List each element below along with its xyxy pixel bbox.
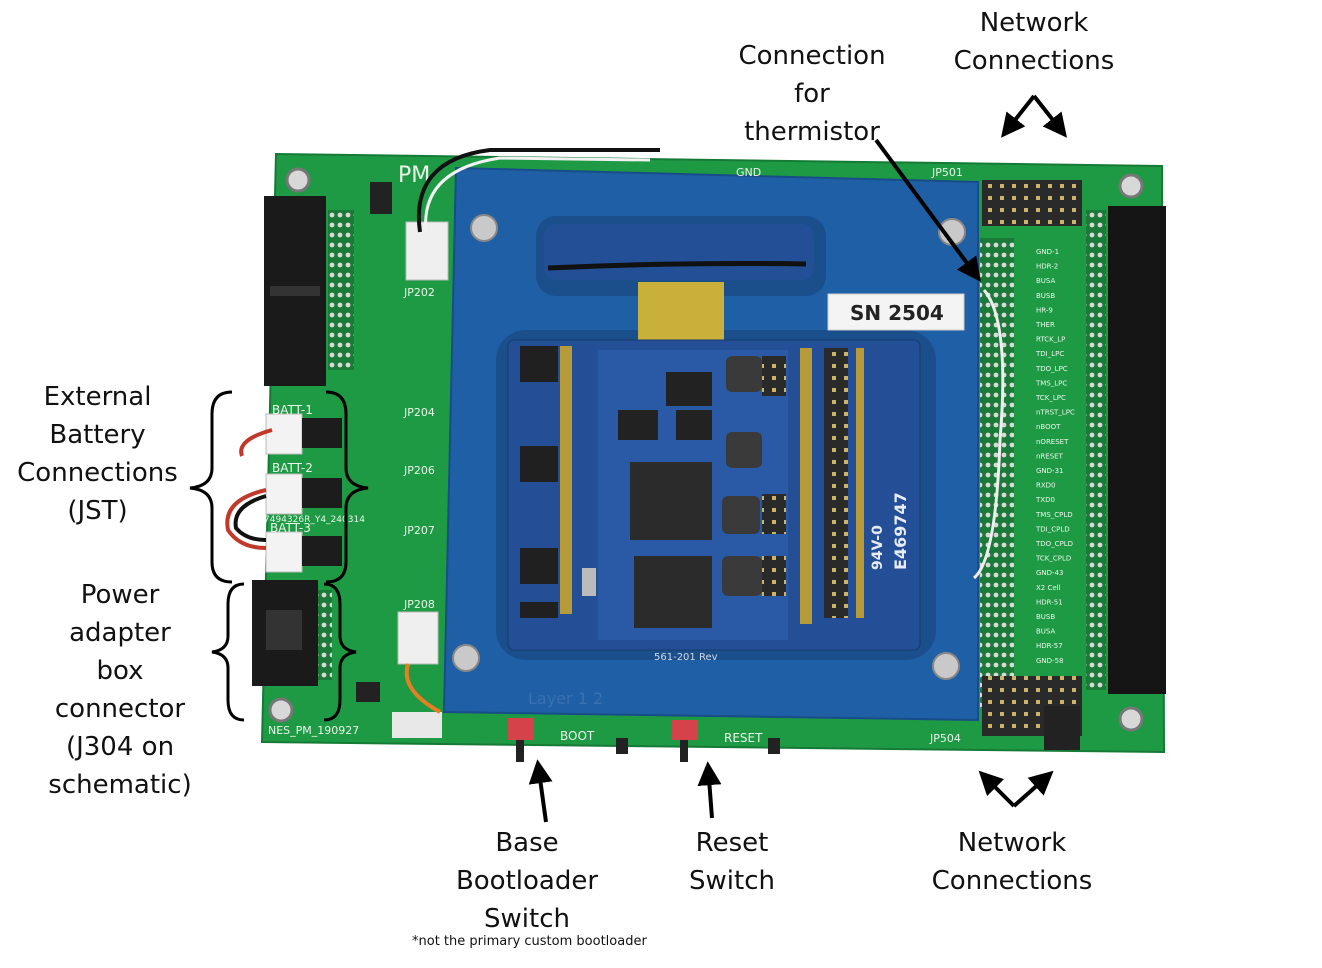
silk-jp204: JP204: [403, 406, 435, 419]
silk-gnd: GND: [736, 166, 761, 179]
pin-label: THER: [1035, 321, 1055, 329]
base-bootloader-label: Base Bootloader Switch: [455, 828, 599, 934]
pin-label: BUSA: [1036, 628, 1055, 636]
silk-layer: Layer 1 2: [528, 689, 603, 708]
carrier-screw: [932, 652, 960, 680]
pin-label: TDI_CPLD: [1035, 525, 1070, 533]
mcu-chip: [634, 556, 712, 628]
thermistor-arrow: [874, 138, 981, 282]
bootloader-footnote: *not the primary custom bootloader: [412, 934, 647, 949]
silk-batt2: BATT-2: [272, 461, 313, 475]
battery-brace-right: [325, 390, 369, 584]
boot-switch: [508, 718, 534, 740]
battery-brace-left: [189, 390, 233, 584]
mount-hole: [285, 167, 311, 193]
pin-label: HR-9: [1036, 306, 1053, 314]
inductor: [722, 496, 760, 534]
silk-jp206: JP206: [403, 464, 435, 477]
controller-module: 561-201 Rev 94V-0 E469747: [507, 339, 921, 663]
pin-label: GND-58: [1036, 657, 1063, 665]
boot-switch-arrow: [528, 759, 553, 823]
inductor: [726, 432, 762, 468]
power-brace-right: [323, 582, 357, 722]
network-top-arrow-left: [1001, 94, 1036, 138]
silk-jp501: JP501: [931, 166, 963, 179]
network-connections-top-label: Network Connections: [953, 8, 1115, 76]
pin-label: nBOOT: [1036, 423, 1061, 431]
cpld-chip: [630, 462, 712, 540]
pin-label: RXD0: [1036, 482, 1056, 490]
silk-batt3: BATT-3: [270, 521, 311, 535]
pin-label: HDR-51: [1036, 598, 1063, 606]
pin-label: RTCK_LP: [1036, 336, 1065, 344]
pin-label: TCK_CPLD: [1035, 555, 1071, 563]
ul-code: E469747: [891, 492, 910, 570]
network-bottom-arrow-left: [978, 770, 1016, 808]
silk-part-no: 7494326R_Y4_240314: [264, 515, 365, 525]
main-silkscreen: PM JP202 BATT-1 BATT-2 7494326R_Y4_24031…: [264, 163, 1075, 745]
pin-label: TMS_CPLD: [1035, 511, 1073, 519]
batt3-connector: [265, 531, 303, 573]
external-battery-label: External Battery Connections (JST): [17, 382, 178, 526]
pin-label: X2 Cell: [1036, 584, 1061, 592]
sn-sticker: [827, 293, 965, 331]
silk-jp207: JP207: [403, 524, 435, 537]
sensor-strip: [544, 224, 814, 280]
ul-mark: 94V-0: [870, 525, 886, 570]
pin-label: GND-1: [1036, 248, 1059, 256]
wires: [416, 148, 1005, 580]
pin-label: TMS_LPC: [1035, 379, 1067, 387]
reset-switch: [672, 720, 698, 740]
silk-jp208: JP208: [403, 598, 435, 611]
annotation-braces: [189, 390, 369, 722]
network-connections-bottom-label: Network Connections: [931, 828, 1093, 896]
sn-label: SN 2504: [850, 301, 944, 325]
silk-board-id: NES_PM_190927: [268, 724, 359, 737]
pin-label: TXD0: [1035, 496, 1055, 504]
silk-jp202: JP202: [403, 286, 435, 299]
pin-label: TDO_LPC: [1035, 365, 1068, 373]
jp208-connector: [397, 611, 439, 665]
batt1-connector: [265, 413, 303, 455]
pin-label: BUSB: [1036, 292, 1055, 300]
pin-label: nRESET: [1036, 452, 1064, 460]
network-header-top: [982, 180, 1082, 226]
pin-label: BUSA: [1036, 277, 1055, 285]
pin-label: TDO_CPLD: [1035, 540, 1073, 548]
pin-label: GND-31: [1036, 467, 1063, 475]
pin-label: HDR-2: [1036, 263, 1058, 271]
pin-label: TCK_LPC: [1035, 394, 1066, 402]
carrier-screw: [470, 214, 498, 242]
edge-connector-right: [1108, 206, 1166, 694]
mount-hole: [1118, 706, 1144, 732]
pin-label: nTRST_LPC: [1036, 409, 1075, 417]
pcb-rev: 561-201 Rev: [654, 652, 718, 663]
power-brace-left: [211, 582, 245, 722]
reset-switch-arrow: [697, 761, 722, 819]
annotation-arrows: [528, 94, 1067, 823]
pin-label: nORESET: [1036, 438, 1069, 446]
silk-reset: RESET: [724, 731, 763, 745]
inductor: [722, 556, 762, 596]
reset-switch-label: Reset Switch: [689, 828, 775, 896]
silk-jp504: JP504: [929, 732, 961, 745]
carrier-screw: [452, 644, 480, 672]
batt2-connector: [265, 473, 303, 515]
pin-label: HDR-57: [1036, 642, 1063, 650]
mount-hole: [1118, 173, 1144, 199]
pin-label: GND-43: [1036, 569, 1063, 577]
pin-label: TDI_LPC: [1035, 350, 1064, 358]
pin-label: BUSB: [1036, 613, 1055, 621]
network-top-arrow-right: [1032, 94, 1067, 138]
silk-batt1: BATT-1: [272, 403, 313, 417]
mount-hole: [268, 697, 294, 723]
network-bottom-arrow-right: [1012, 770, 1054, 808]
inductor: [726, 356, 762, 392]
thermistor-label: Connection for thermistor: [738, 41, 886, 147]
silk-boot: BOOT: [560, 729, 595, 743]
power-adapter-label: Power adapter box connector (J304 on sch…: [48, 580, 192, 800]
